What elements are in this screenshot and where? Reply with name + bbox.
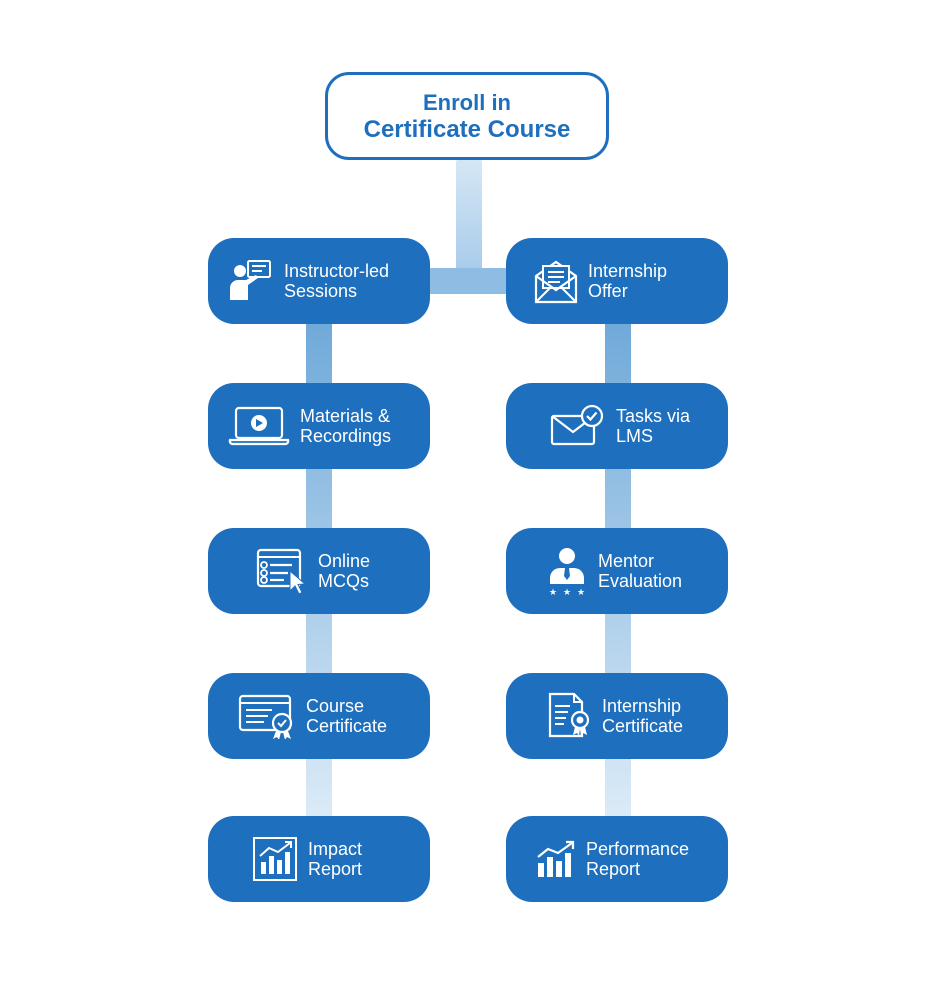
enroll-node-line2: Certificate Course <box>363 116 571 143</box>
checklist-quiz-icon <box>256 547 308 595</box>
node-label: Course Certificate <box>306 696 388 736</box>
node-mentor-evaluation: ★ ★ ★ Mentor Evaluation <box>506 528 728 614</box>
node-label: Performance Report <box>586 839 690 879</box>
node-label: Internship Certificate <box>602 696 684 736</box>
envelope-letter-icon <box>534 258 578 304</box>
node-performance-report: Performance Report <box>506 816 728 902</box>
svg-text:★: ★ <box>563 588 571 596</box>
document-seal-icon <box>546 692 592 740</box>
node-course-certificate: Course Certificate <box>208 673 430 759</box>
connector-horizontal <box>426 268 514 294</box>
bar-chart-icon <box>252 836 298 882</box>
node-internship-offer: Internship Offer <box>506 238 728 324</box>
node-impact-report: Impact Report <box>208 816 430 902</box>
node-instructor-led-sessions: Instructor-led Sessions <box>208 238 430 324</box>
node-tasks-via-lms: Tasks via LMS <box>506 383 728 469</box>
laptop-video-icon <box>228 404 290 448</box>
node-label: Materials & Recordings <box>300 406 392 446</box>
enroll-node: Enroll in Certificate Course <box>325 72 609 160</box>
certificate-badge-icon <box>238 693 296 739</box>
node-label: Mentor Evaluation <box>598 551 683 591</box>
node-label: Instructor-led Sessions <box>284 261 390 301</box>
connector-top-stem <box>456 160 482 270</box>
node-internship-certificate: Internship Certificate <box>506 673 728 759</box>
mentor-stars-icon: ★ ★ ★ <box>546 546 588 596</box>
presenter-board-icon <box>228 258 274 304</box>
svg-text:★: ★ <box>549 588 557 596</box>
svg-text:★: ★ <box>577 588 585 596</box>
node-label: Tasks via LMS <box>616 406 691 446</box>
node-label: Internship Offer <box>588 261 668 301</box>
envelope-check-icon <box>550 404 606 448</box>
node-label: Online MCQs <box>318 551 371 591</box>
node-label: Impact Report <box>308 839 363 879</box>
node-online-mcqs: Online MCQs <box>208 528 430 614</box>
bar-chart-icon <box>536 839 576 879</box>
node-materials-recordings: Materials & Recordings <box>208 383 430 469</box>
enroll-node-line1: Enroll in <box>423 90 511 115</box>
